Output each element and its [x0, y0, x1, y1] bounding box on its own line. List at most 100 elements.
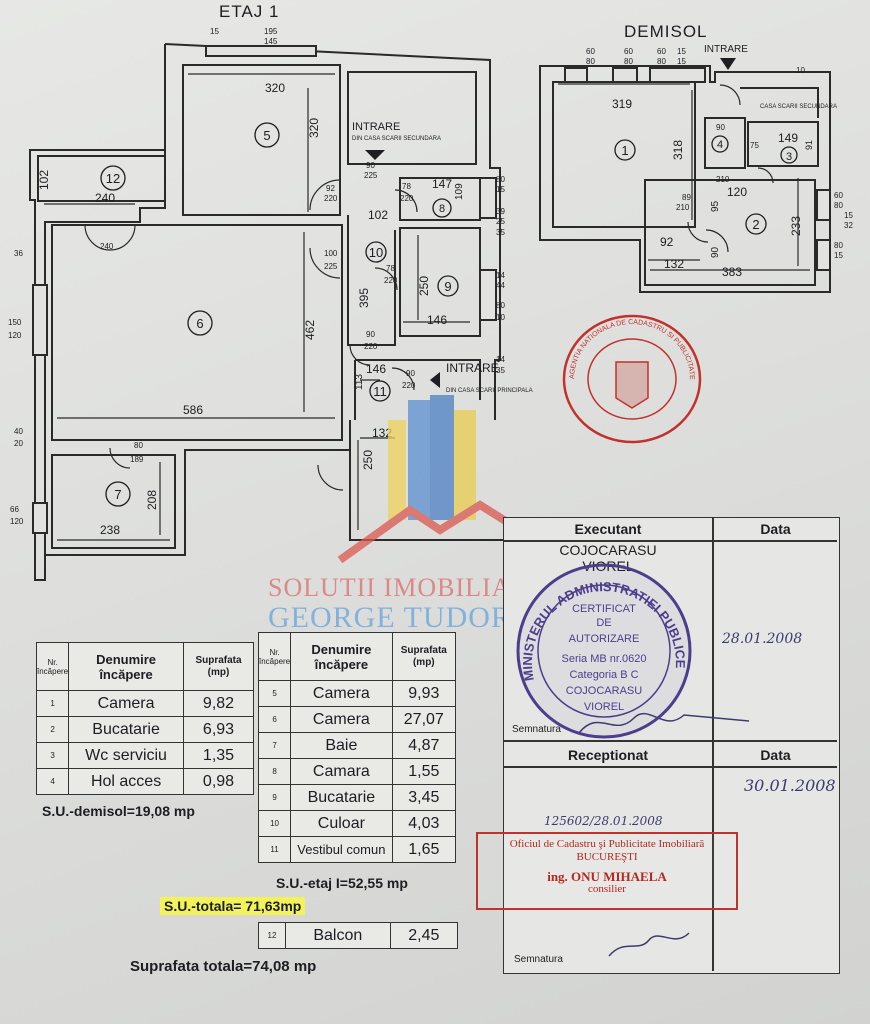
svg-text:8: 8: [439, 203, 445, 215]
entrance-arrow-icon: [365, 150, 385, 160]
svg-text:80: 80: [496, 301, 505, 310]
svg-text:3: 3: [786, 151, 792, 163]
svg-text:220: 220: [400, 194, 414, 203]
svg-text:10: 10: [796, 66, 805, 75]
ancpi-stamp: AGENTIA NATIONALA DE CADASTRU SI PUBLICI…: [560, 312, 702, 444]
ocpi-line1: Oficiul de Cadastru şi Publicitate Imobi…: [509, 838, 705, 850]
svg-text:80: 80: [496, 175, 505, 184]
svg-text:90: 90: [366, 330, 375, 339]
svg-text:INTRARE: INTRARE: [352, 121, 400, 133]
svg-text:238: 238: [100, 523, 120, 537]
svg-text:146: 146: [366, 362, 386, 376]
svg-text:AUTORIZARE: AUTORIZARE: [569, 633, 640, 645]
svg-text:220: 220: [384, 276, 398, 285]
svg-text:75: 75: [750, 141, 759, 150]
registration-number: 125602/28.01.2008: [544, 814, 663, 828]
svg-text:80: 80: [834, 241, 843, 250]
svg-text:20: 20: [14, 439, 23, 448]
svg-text:DIN CASA SCARII PRINCIPALA: DIN CASA SCARII PRINCIPALA: [446, 388, 533, 394]
etaj-title: ETAJ 1: [219, 2, 280, 21]
svg-text:462: 462: [303, 320, 317, 340]
svg-text:225: 225: [324, 262, 338, 271]
svg-text:66: 66: [10, 505, 19, 514]
col-nr: Nr. încăpere: [35, 642, 70, 691]
suprafata-totala: Suprafata totala=74,08 mp: [130, 958, 317, 975]
svg-text:80: 80: [834, 201, 843, 210]
svg-text:240: 240: [100, 242, 114, 251]
svg-text:32: 32: [844, 221, 853, 230]
svg-text:4: 4: [717, 139, 723, 151]
svg-text:318: 318: [671, 140, 685, 160]
svg-text:320: 320: [307, 118, 321, 138]
svg-text:92: 92: [326, 184, 335, 193]
svg-text:10: 10: [496, 313, 505, 322]
svg-text:DE: DE: [596, 617, 611, 629]
svg-text:395: 395: [357, 288, 371, 308]
svg-text:120: 120: [8, 331, 22, 340]
svg-text:319: 319: [612, 97, 632, 111]
svg-text:120: 120: [10, 517, 24, 526]
signature-icon: [608, 932, 690, 957]
svg-text:11: 11: [373, 384, 387, 399]
demisol-total: S.U.-demisol=19,08 mp: [42, 803, 195, 819]
svg-text:102: 102: [368, 208, 388, 222]
ocpi-line3: ing. ONU MIHAELA: [547, 869, 667, 884]
svg-text:147: 147: [432, 177, 452, 191]
certification-block: Executant Data COJOCARASU VIOREL 28.01.2…: [503, 517, 840, 974]
receptionat-label: Receptionat: [567, 747, 649, 763]
ocpi-line4: consilier: [588, 883, 626, 895]
svg-text:89: 89: [682, 193, 691, 202]
svg-text:VIOREL: VIOREL: [584, 701, 624, 713]
svg-text:CASA SCARII SECUNDARA: CASA SCARII SECUNDARA: [760, 104, 837, 110]
svg-text:35: 35: [496, 228, 505, 237]
svg-text:35: 35: [496, 366, 505, 375]
svg-text:250: 250: [361, 450, 375, 470]
svg-text:15: 15: [677, 57, 686, 66]
svg-text:91: 91: [804, 140, 814, 150]
svg-text:208: 208: [145, 490, 159, 510]
svg-text:189: 189: [130, 455, 144, 464]
svg-text:12: 12: [106, 171, 120, 186]
svg-text:113: 113: [354, 374, 365, 390]
svg-text:195: 195: [264, 27, 278, 36]
svg-text:383: 383: [722, 265, 742, 279]
col-denumire: Denumire încăpere: [68, 642, 184, 691]
etaj-total: S.U.-etaj I=52,55 mp: [276, 875, 408, 891]
svg-text:90: 90: [710, 246, 721, 258]
svg-text:60: 60: [834, 191, 843, 200]
svg-text:90: 90: [406, 369, 415, 378]
data-label: Data: [760, 521, 791, 537]
col-suprafata: Suprafata (mp): [183, 642, 254, 691]
svg-text:INTRARE: INTRARE: [704, 44, 748, 55]
data2-label: Data: [760, 747, 791, 763]
svg-text:39: 39: [496, 207, 505, 216]
executant-label: Executant: [574, 521, 642, 537]
svg-text:44: 44: [496, 281, 505, 290]
svg-text:15: 15: [677, 47, 686, 56]
svg-text:60: 60: [624, 47, 633, 56]
semnatura-label: Semnatura: [512, 724, 561, 735]
svg-text:150: 150: [8, 318, 22, 327]
svg-text:586: 586: [183, 403, 203, 417]
demisol-table: Nr. încăpere Denumire încăpere Suprafata…: [35, 642, 254, 795]
svg-text:90: 90: [716, 123, 725, 132]
svg-text:146: 146: [427, 313, 447, 327]
svg-text:320: 320: [265, 81, 285, 95]
watermark-line2: GEORGE TUDOR: [268, 601, 512, 634]
svg-text:100: 100: [324, 249, 338, 258]
svg-text:80: 80: [134, 441, 143, 450]
svg-text:40: 40: [14, 427, 23, 436]
svg-text:COJOCARASU: COJOCARASU: [566, 685, 642, 697]
svg-text:10: 10: [369, 245, 383, 260]
svg-text:15: 15: [496, 185, 505, 194]
svg-text:INTRARE: INTRARE: [446, 361, 499, 375]
ocpi-stamp: Oficiul de Cadastru şi Publicitate Imobi…: [476, 832, 738, 910]
svg-text:102: 102: [37, 170, 51, 190]
